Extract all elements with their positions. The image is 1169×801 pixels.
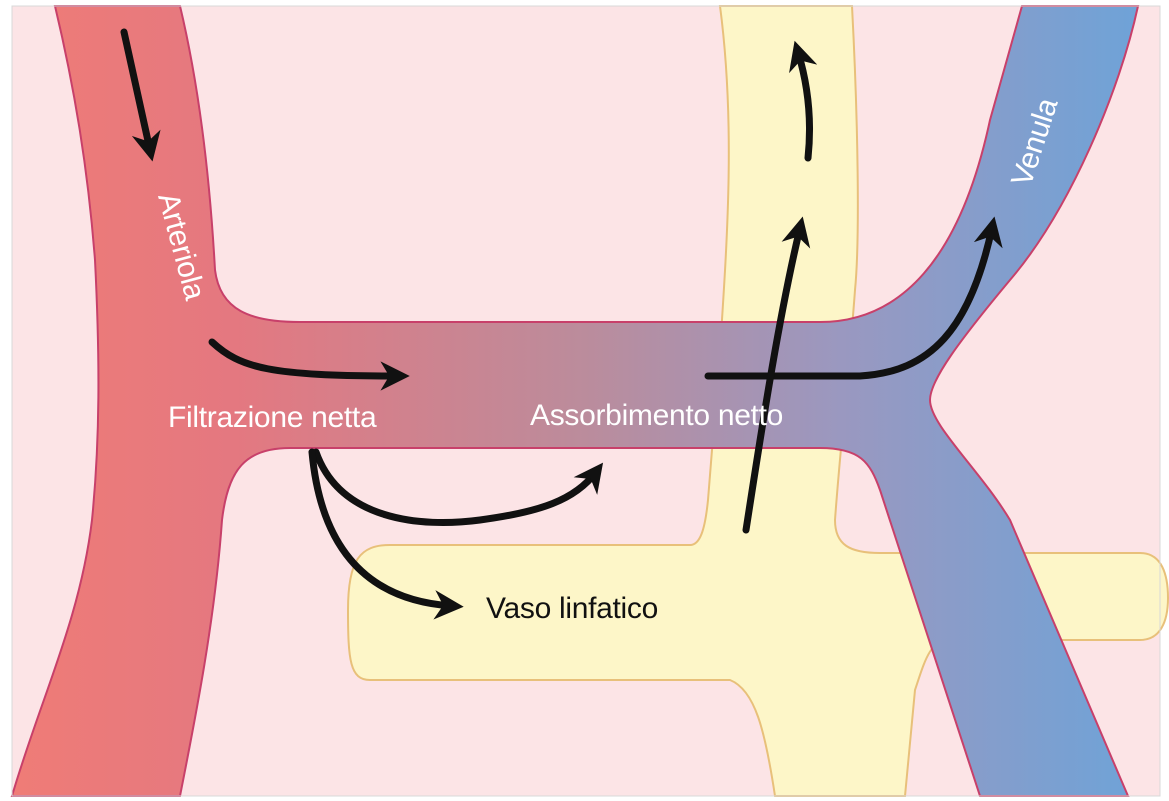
vaso-linfatico-label: Vaso linfatico	[486, 592, 658, 625]
assorbimento-netto-label: Assorbimento netto	[530, 399, 783, 432]
filtrazione-netta-label: Filtrazione netta	[168, 401, 377, 434]
